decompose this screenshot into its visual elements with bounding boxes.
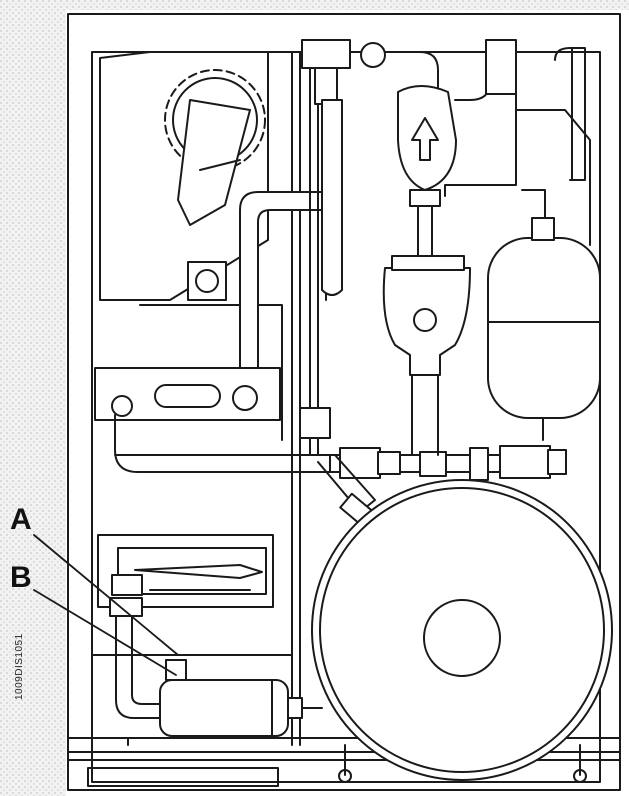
top-valve-stem bbox=[314, 67, 338, 105]
heat-exchanger bbox=[321, 99, 343, 296]
gas-valve-body bbox=[382, 267, 471, 376]
top-pipe bbox=[349, 51, 439, 96]
manifold-valve bbox=[499, 445, 551, 479]
ignition-electrode bbox=[134, 564, 263, 579]
gas-valve-dial bbox=[413, 308, 437, 332]
top-valve bbox=[301, 39, 351, 69]
burner-nozzle-left bbox=[111, 395, 133, 417]
right-return bbox=[444, 59, 517, 197]
burner-box bbox=[94, 367, 281, 421]
left-foot bbox=[87, 767, 279, 787]
manifold-end bbox=[547, 449, 567, 475]
siphon-outlet bbox=[287, 697, 303, 719]
control-housing bbox=[99, 51, 269, 301]
top-valve-knob bbox=[360, 42, 386, 68]
right-guard bbox=[554, 47, 586, 181]
vessel-cap bbox=[531, 217, 555, 241]
tank-hub bbox=[423, 599, 501, 677]
control-knob-icon bbox=[195, 269, 219, 293]
callout-label-b: B bbox=[10, 561, 32, 594]
main-manifold bbox=[137, 454, 521, 473]
upper-pump bbox=[397, 85, 457, 191]
fan-blade bbox=[177, 99, 251, 226]
sensor-fitting bbox=[299, 407, 331, 439]
control-knob-plate bbox=[187, 261, 227, 301]
condensate-siphon bbox=[159, 679, 289, 737]
background-margin-top bbox=[0, 0, 629, 10]
expansion-vessel bbox=[487, 237, 601, 419]
ignition-frame bbox=[97, 534, 274, 608]
drain-pipe bbox=[115, 615, 161, 719]
burner-window bbox=[154, 384, 221, 408]
upper-pump-outlet bbox=[409, 189, 441, 207]
fitting-a bbox=[111, 574, 143, 596]
right-bracket bbox=[515, 109, 591, 246]
burner-nozzle-right bbox=[232, 385, 258, 411]
background-margin bbox=[0, 0, 66, 796]
right-valve bbox=[485, 39, 517, 95]
manifold-fitting-4 bbox=[469, 447, 489, 481]
storage-tank bbox=[311, 479, 613, 781]
manifold-fitting-3 bbox=[419, 451, 447, 477]
manifold-fitting-1 bbox=[339, 447, 381, 479]
gas-valve-top bbox=[391, 255, 465, 271]
pump-arrow bbox=[411, 117, 439, 161]
housing-inner bbox=[139, 304, 283, 441]
fitting-a-lower bbox=[109, 597, 143, 617]
drawing-reference-code: 1009DIS1051 bbox=[14, 633, 25, 700]
storage-tank-rim bbox=[319, 487, 605, 773]
leader-line-a bbox=[33, 534, 179, 656]
callout-label-a: A bbox=[10, 503, 32, 536]
leader-line-b bbox=[33, 589, 177, 676]
manifold-fitting-2 bbox=[377, 451, 401, 475]
